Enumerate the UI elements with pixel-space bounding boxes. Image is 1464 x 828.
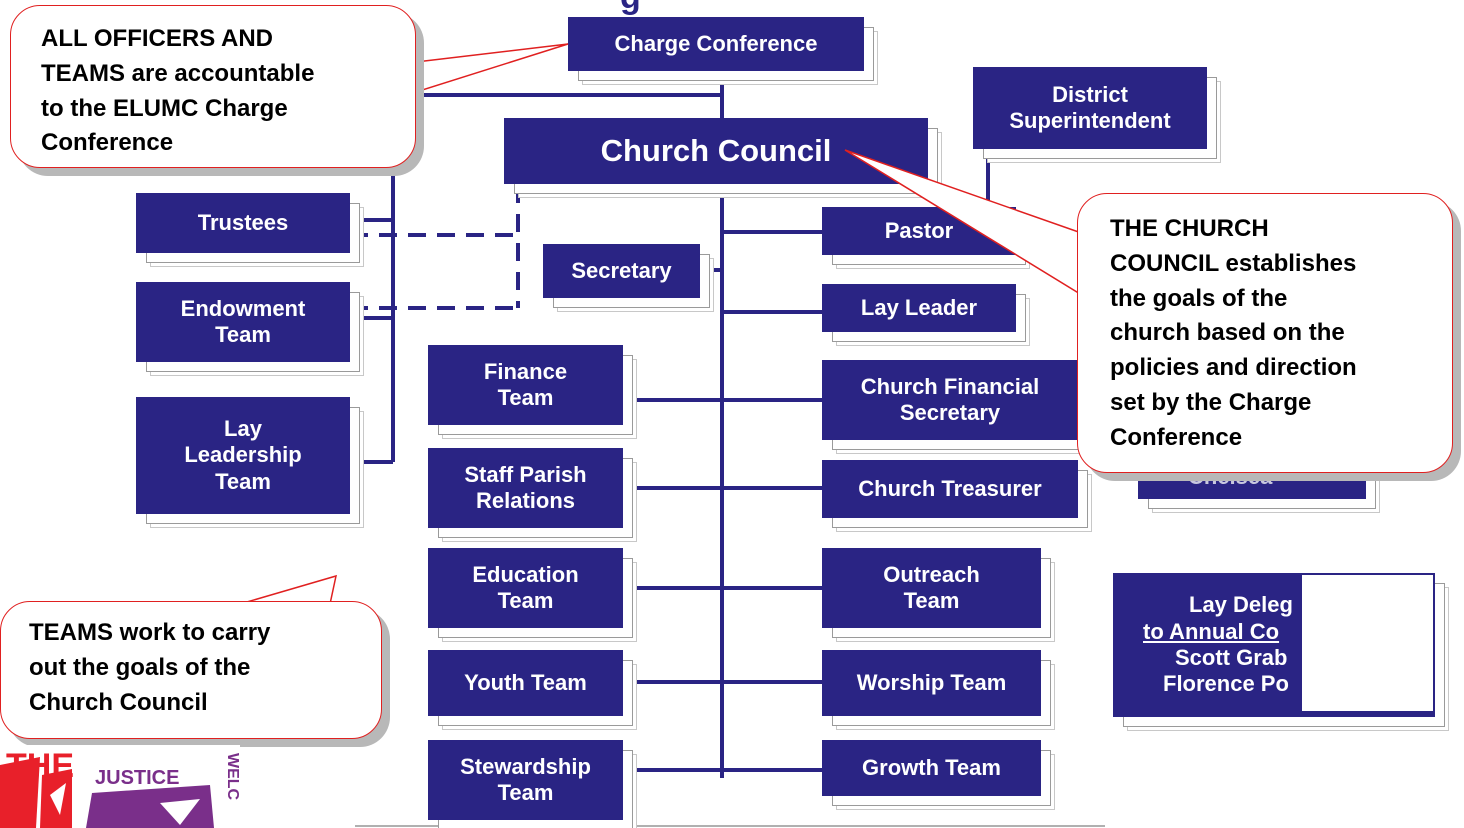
- callout-council-line4: church based on the: [1110, 319, 1345, 347]
- staff-parish-relations-label-line1: Staff Parish: [464, 461, 587, 487]
- justice-welcome-logo: THE JUSTICE WELC: [0, 745, 240, 828]
- growth-team-label: Growth Team: [862, 754, 1001, 780]
- church-council-label: Church Council: [600, 133, 832, 169]
- callout-officers-line2: TEAMS are accountable: [41, 59, 315, 87]
- lay-leadership-team-box: Lay Leadership Team: [136, 397, 350, 514]
- callout-officers-line3: to the ELUMC Charge: [41, 94, 288, 122]
- page-title-fragment: g: [620, 0, 641, 17]
- worship-team-label: Worship Team: [856, 669, 1007, 695]
- district-superintendent-label-line1: District: [1052, 81, 1128, 107]
- redaction-box: [1300, 573, 1435, 713]
- logo-the-text: THE: [6, 747, 74, 785]
- worship-team-box: Worship Team: [822, 650, 1041, 716]
- callout-officers-line4: Conference: [41, 129, 174, 157]
- callout-teams-line1: TEAMS work to carry: [29, 619, 271, 646]
- finance-team-box: Finance Team: [428, 345, 623, 425]
- pastor-label: Pastor: [884, 217, 954, 243]
- logo-side-text: WELC: [224, 753, 240, 801]
- finance-team-label-line2: Team: [497, 385, 554, 410]
- lay-delegates-label-line1: Lay Deleg: [1189, 592, 1293, 618]
- lay-leader-label: Lay Leader: [860, 294, 978, 320]
- logo-white-accent-2: [160, 799, 200, 825]
- lay-leadership-team-label-line3: Team: [215, 468, 271, 494]
- church-treasurer-label: Church Treasurer: [858, 475, 1042, 501]
- lay-delegates-label-line3: Scott Grab: [1175, 645, 1288, 670]
- charge-conference-box: Charge Conference: [568, 17, 864, 71]
- secretary-box: Secretary: [543, 244, 700, 298]
- district-superintendent-box: District Superintendent: [973, 67, 1207, 149]
- finance-team-label-line1: Finance: [483, 358, 568, 384]
- staff-parish-relations-label-line2: Relations: [475, 488, 576, 513]
- education-team-label-line1: Education: [472, 561, 579, 587]
- church-financial-secretary-box: Church Financial Secretary: [822, 360, 1078, 440]
- trustees-box: Trustees: [136, 193, 350, 253]
- lay-delegates-label-line4: Florence Po: [1163, 671, 1289, 697]
- lay-leader-box: Lay Leader: [822, 284, 1016, 332]
- education-team-box: Education Team: [428, 548, 623, 628]
- education-team-label-line2: Team: [497, 588, 554, 613]
- outreach-team-label-line1: Outreach: [883, 561, 980, 587]
- endowment-team-label-line2: Team: [215, 322, 271, 347]
- logo-red-block: [0, 757, 40, 828]
- youth-team-label: Youth Team: [464, 669, 587, 695]
- growth-team-box: Growth Team: [822, 740, 1041, 796]
- lay-leadership-team-label-line2: Leadership: [184, 442, 302, 468]
- stewardship-team-box: Stewardship Team: [428, 740, 623, 820]
- church-council-box: Church Council: [504, 118, 928, 184]
- callout-council-line1: THE CHURCH: [1110, 215, 1269, 242]
- youth-team-box: Youth Team: [428, 650, 623, 716]
- secretary-label: Secretary: [571, 257, 672, 283]
- logo-white-accent: [50, 783, 66, 815]
- callout-teams: TEAMS work to carry out the goals of the…: [0, 601, 382, 739]
- callout-officers: ALL OFFICERS AND TEAMS are accountable t…: [10, 5, 416, 168]
- church-financial-secretary-label-line1: Church Financial: [860, 373, 1040, 399]
- stewardship-team-label-line2: Team: [497, 780, 554, 805]
- trustees-label: Trustees: [197, 209, 289, 235]
- callout-council-line2: COUNCIL establishes: [1110, 249, 1357, 277]
- callout-teams-line2: out the goals of the: [29, 653, 251, 681]
- district-superintendent-label-line2: Superintendent: [1009, 108, 1171, 133]
- endowment-team-label-line1: Endowment: [180, 295, 306, 321]
- church-financial-secretary-label-line2: Secretary: [899, 400, 1001, 425]
- charge-conference-label: Charge Conference: [614, 30, 818, 56]
- callout-council-line7: Conference: [1110, 423, 1243, 451]
- endowment-team-box: Endowment Team: [136, 282, 350, 362]
- logo-justice-text: JUSTICE: [95, 767, 179, 789]
- stewardship-team-label-line1: Stewardship: [460, 753, 591, 779]
- callout-council: THE CHURCH COUNCIL establishes the goals…: [1077, 193, 1453, 473]
- callout-teams-line3: Church Council: [29, 688, 208, 716]
- callout-officers-line1: ALL OFFICERS AND: [41, 25, 273, 52]
- lay-delegates-label-line2: to Annual Co: [1143, 618, 1280, 644]
- outreach-team-label-line2: Team: [903, 588, 960, 613]
- callout-council-line5: policies and direction: [1110, 354, 1357, 382]
- callout-council-line3: the goals of the: [1110, 284, 1288, 312]
- lay-leadership-team-label-line1: Lay: [224, 415, 262, 441]
- outreach-team-box: Outreach Team: [822, 548, 1041, 628]
- callout-council-line6: set by the Charge: [1110, 388, 1312, 416]
- church-treasurer-box: Church Treasurer: [822, 460, 1078, 518]
- staff-parish-relations-box: Staff Parish Relations: [428, 448, 623, 528]
